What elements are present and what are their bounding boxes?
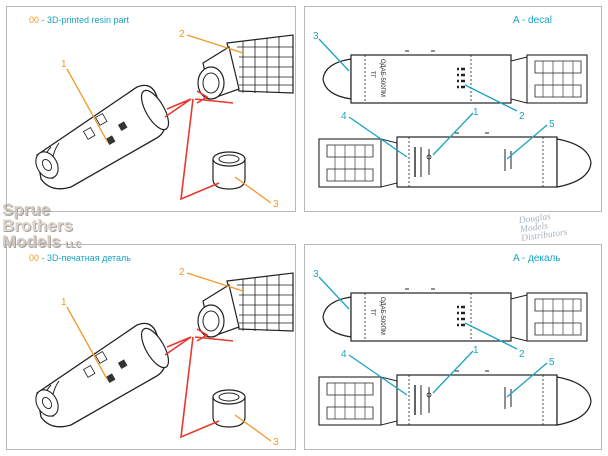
- bomb-tail-part: [197, 34, 294, 100]
- callout-3: 3: [313, 269, 319, 280]
- callout-leaders: [318, 276, 548, 398]
- assembly-arrows: [164, 328, 234, 439]
- douglas-models-watermark: Douglas Models Distributors: [518, 211, 569, 245]
- bomb-marking-sub: ТГ: [369, 71, 375, 79]
- decal-panel-ru: A - декаль ОДАБ-500ПМ ТГ: [304, 244, 602, 450]
- panel-header: 00 - 3D-печатная деталь: [29, 253, 131, 263]
- decal-diagram: ОДАБ-500ПМ ТГ: [313, 31, 592, 188]
- callout-1: 1: [473, 345, 479, 356]
- callout-5: 5: [549, 357, 555, 368]
- bomb-tail-part: [197, 272, 294, 338]
- callout-4: 4: [341, 349, 347, 360]
- decal-header: A - декаль: [513, 253, 561, 264]
- assembly-arrows: [164, 90, 234, 201]
- callout-5: 5: [549, 119, 555, 130]
- callout-3: 3: [273, 437, 279, 448]
- sprue-brothers-watermark: Sprue Brothers Models LLC: [2, 200, 81, 251]
- callout-leaders: [66, 34, 272, 204]
- callout-2: 2: [519, 349, 525, 360]
- bomb-side-view-upper: ОДАБ-500ПМ ТГ: [322, 288, 588, 342]
- bomb-marking: ОДАБ-500ПМ: [379, 297, 385, 335]
- ring-part: [212, 389, 246, 428]
- callout-1: 1: [61, 297, 67, 308]
- callout-3: 3: [273, 199, 279, 210]
- ring-part: [212, 151, 246, 190]
- callout-2: 2: [519, 111, 525, 122]
- resin-part-panel-ru: 00 - 3D-печатная деталь: [6, 244, 296, 450]
- resin-part-diagram: 1 2 3: [35, 267, 294, 448]
- bomb-marking: ОДАБ-500ПМ: [379, 59, 385, 97]
- decal-header: A - decal: [513, 15, 552, 26]
- callout-1: 1: [61, 59, 67, 70]
- panel-header: 00 - 3D-printed resin part: [29, 15, 130, 25]
- callout-2: 2: [179, 29, 185, 40]
- callout-1: 1: [473, 107, 479, 118]
- callout-leaders: [318, 38, 548, 160]
- bomb-side-view-upper: ОДАБ-500ПМ ТГ: [322, 50, 588, 104]
- decal-diagram: ОДАБ-500ПМ ТГ: [313, 269, 592, 426]
- decal-panel-en: A - decal ОДАБ-500ПМ ТГ: [304, 6, 602, 212]
- bomb-side-view-lower: [318, 132, 592, 188]
- callout-2: 2: [179, 267, 185, 278]
- bomb-marking-sub: ТГ: [369, 309, 375, 317]
- bomb-nose-part: [35, 84, 170, 190]
- resin-part-diagram: 1 2 3: [35, 29, 294, 210]
- bomb-side-view-lower: [318, 370, 592, 426]
- bomb-nose-part: [35, 322, 170, 428]
- resin-part-panel-en: 00 - 3D-printed resin part: [6, 6, 296, 212]
- callout-leaders: [66, 272, 272, 442]
- callout-4: 4: [341, 111, 347, 122]
- callout-3: 3: [313, 31, 319, 42]
